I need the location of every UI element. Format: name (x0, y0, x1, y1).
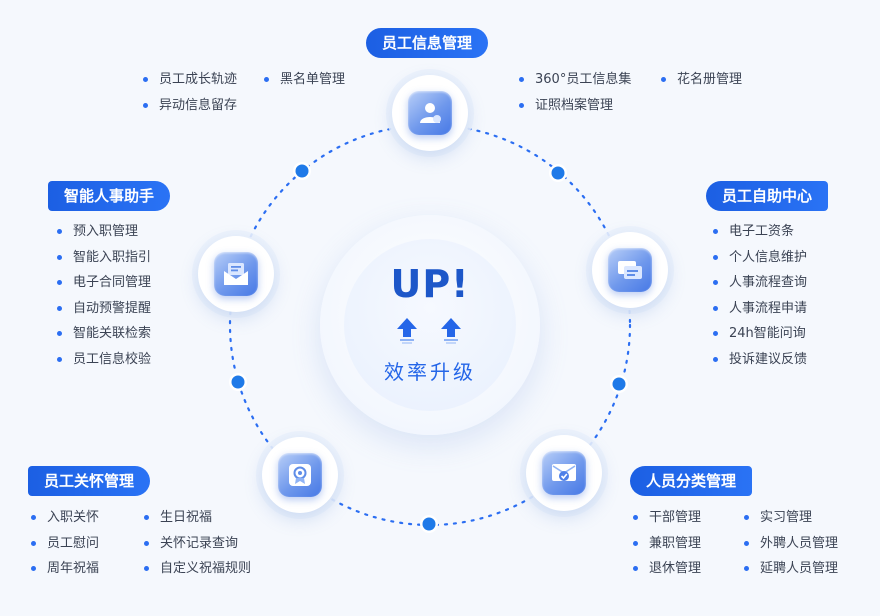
module-item: 员工慰问 (31, 531, 99, 557)
module-item-list: 预入职管理 智能入职指引 电子合同管理 自动预警提醒 智能关联检索 员工信息校验 (57, 219, 151, 373)
module-item: 关怀记录查询 (144, 531, 251, 557)
module-item: 周年祝福 (31, 556, 99, 582)
module-item-list: 干部管理 兼职管理 退休管理 (633, 505, 701, 582)
module-item: 预入职管理 (57, 219, 151, 245)
module-item: 生日祝福 (144, 505, 251, 531)
module-item: 外聘人员管理 (744, 531, 838, 557)
module-item: 自定义祝福规则 (144, 556, 251, 582)
module-item: 电子合同管理 (57, 270, 151, 296)
center-hub-inner (344, 239, 516, 411)
module-item-list: 花名册管理 (661, 67, 742, 93)
module-item-list: 实习管理 外聘人员管理 延聘人员管理 (744, 505, 838, 582)
module-item-list: 入职关怀 员工慰问 周年祝福 (31, 505, 99, 582)
module-item-list: 360°员工信息集 证照档案管理 (519, 67, 631, 118)
envelope-check-icon (552, 464, 576, 481)
module-item-list: 员工成长轨迹 异动信息留存 (143, 67, 237, 118)
node-self-service (592, 232, 668, 308)
module-item: 员工信息校验 (57, 347, 151, 373)
orbit-dot (293, 162, 311, 180)
orbit-dot (549, 164, 567, 182)
orbit-dot (229, 373, 247, 391)
module-title: 员工信息管理 (366, 28, 489, 58)
up-arrow-icon (397, 318, 417, 344)
award-medal-icon (289, 464, 311, 486)
center-headline: UP! (390, 262, 470, 306)
module-item-list: 黑名单管理 (264, 67, 345, 93)
module-item: 360°员工信息集 (519, 67, 631, 93)
module-item: 兼职管理 (633, 531, 701, 557)
node-staff-classification (526, 435, 602, 511)
user-info-icon (420, 103, 441, 123)
orbit-dot (420, 515, 438, 533)
module-item: 自动预警提醒 (57, 296, 151, 322)
node-employee-care (262, 437, 338, 513)
node-smart-hr-assistant (198, 236, 274, 312)
mail-open-icon (224, 263, 248, 285)
orbit-dot (610, 375, 628, 393)
module-item: 证照档案管理 (519, 93, 631, 119)
module-item: 人事流程查询 (713, 270, 807, 296)
module-title: 员工关怀管理 (28, 466, 151, 496)
module-item: 24h智能问询 (713, 321, 807, 347)
module-item: 智能关联检索 (57, 321, 151, 347)
module-item-list: 生日祝福 关怀记录查询 自定义祝福规则 (144, 505, 251, 582)
node-employee-info (392, 75, 468, 151)
module-item: 干部管理 (633, 505, 701, 531)
module-item: 个人信息维护 (713, 245, 807, 271)
module-item: 黑名单管理 (264, 67, 345, 93)
module-item: 异动信息留存 (143, 93, 237, 119)
module-item: 智能入职指引 (57, 245, 151, 271)
module-item: 退休管理 (633, 556, 701, 582)
module-title: 员工自助中心 (706, 181, 829, 211)
module-item: 员工成长轨迹 (143, 67, 237, 93)
up-arrow-icon (441, 318, 461, 344)
module-item: 实习管理 (744, 505, 838, 531)
chat-cards-icon (618, 261, 642, 279)
module-item: 电子工资条 (713, 219, 807, 245)
center-subtitle: 效率升级 (384, 360, 476, 384)
module-item-list: 电子工资条 个人信息维护 人事流程查询 人事流程申请 24h智能问询 投诉建议反… (713, 219, 807, 373)
module-item: 延聘人员管理 (744, 556, 838, 582)
module-title: 智能人事助手 (48, 181, 171, 211)
module-item: 入职关怀 (31, 505, 99, 531)
module-title: 人员分类管理 (630, 466, 753, 496)
module-item: 花名册管理 (661, 67, 742, 93)
module-item: 人事流程申请 (713, 296, 807, 322)
module-item: 投诉建议反馈 (713, 347, 807, 373)
